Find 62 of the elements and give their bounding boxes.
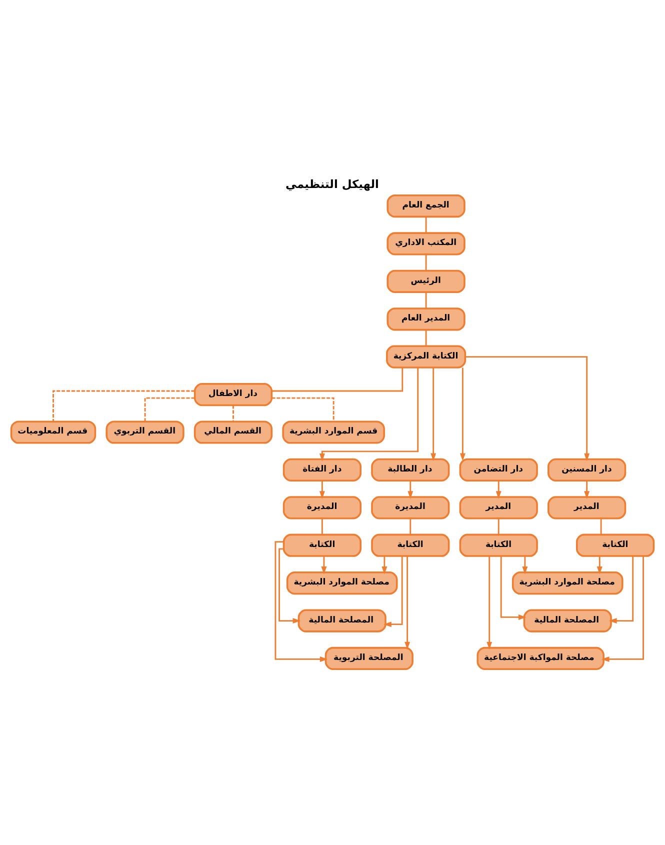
- arrow: [496, 480, 502, 498]
- connector: [272, 367, 404, 392]
- node-box: الكتابة: [371, 533, 450, 556]
- arrow: [319, 480, 325, 498]
- node-box: المكتب الاداري: [386, 232, 466, 255]
- node-box: دار المسنين: [548, 458, 626, 482]
- node-box: مصلحة المواكبة الاجتماعية: [476, 646, 604, 670]
- arrow: [408, 480, 414, 498]
- connector: [321, 518, 323, 534]
- arrow: [274, 540, 328, 662]
- arrow: [278, 548, 301, 624]
- connector: [498, 518, 500, 534]
- connector: [425, 216, 427, 232]
- node-box: المدير: [548, 496, 626, 519]
- node-box: المدير العام: [386, 307, 466, 330]
- node-box: المصلحة المالية: [523, 608, 612, 632]
- connector: [52, 390, 195, 421]
- node-box: الجمع العام: [386, 194, 466, 218]
- node-box: قسم الموارد البشرية: [282, 420, 385, 444]
- arrow: [460, 367, 466, 461]
- arrow: [382, 556, 388, 574]
- connector: [425, 329, 427, 346]
- node-box: الكتابة: [282, 533, 362, 556]
- node-box: قسم المعلوميات: [10, 420, 96, 444]
- arrow: [486, 556, 492, 650]
- arrow: [404, 556, 410, 650]
- diagram-title: الهيكل التنظيمي: [286, 176, 379, 191]
- connector: [425, 254, 427, 270]
- node-box: المديرة: [282, 496, 362, 519]
- arrow: [596, 556, 602, 574]
- connector: [600, 518, 602, 534]
- node-box: دار الفتاة: [282, 458, 362, 482]
- arrow: [601, 556, 644, 662]
- node-box: القسم التربوي: [106, 420, 184, 444]
- arrow: [522, 556, 528, 574]
- arrow: [430, 367, 436, 461]
- node-box: المصلحة التربوية: [324, 646, 414, 670]
- arrow: [321, 556, 327, 574]
- arrow: [465, 356, 590, 461]
- connector: [232, 404, 234, 421]
- connector: [425, 292, 427, 308]
- arrow: [319, 367, 419, 461]
- node-box: مصلحة الموارد البشرية: [512, 571, 624, 594]
- node-box: الكتابة: [459, 533, 538, 556]
- node-box: المدير: [459, 496, 538, 519]
- node-box: الكتابة: [576, 533, 655, 556]
- node-box: القسم المالي: [194, 420, 273, 444]
- arrow: [500, 556, 526, 620]
- node-box: مصلحة الموارد البشرية: [286, 571, 398, 594]
- node-box: المديرة: [371, 496, 450, 519]
- node-box: دار الاطفال: [194, 382, 273, 406]
- arrow: [608, 556, 634, 624]
- node-box: الرئيس: [386, 269, 466, 292]
- connector: [272, 396, 334, 421]
- connector: [410, 518, 412, 534]
- node-box: دار الطالبة: [371, 458, 450, 482]
- node-box: الكتابة المركزية: [386, 344, 466, 368]
- node-box: المصلحة المالية: [298, 608, 386, 632]
- node-box: دار التضامن: [459, 458, 538, 482]
- connector: [144, 396, 195, 421]
- arrow: [584, 480, 590, 498]
- arrow: [384, 556, 403, 627]
